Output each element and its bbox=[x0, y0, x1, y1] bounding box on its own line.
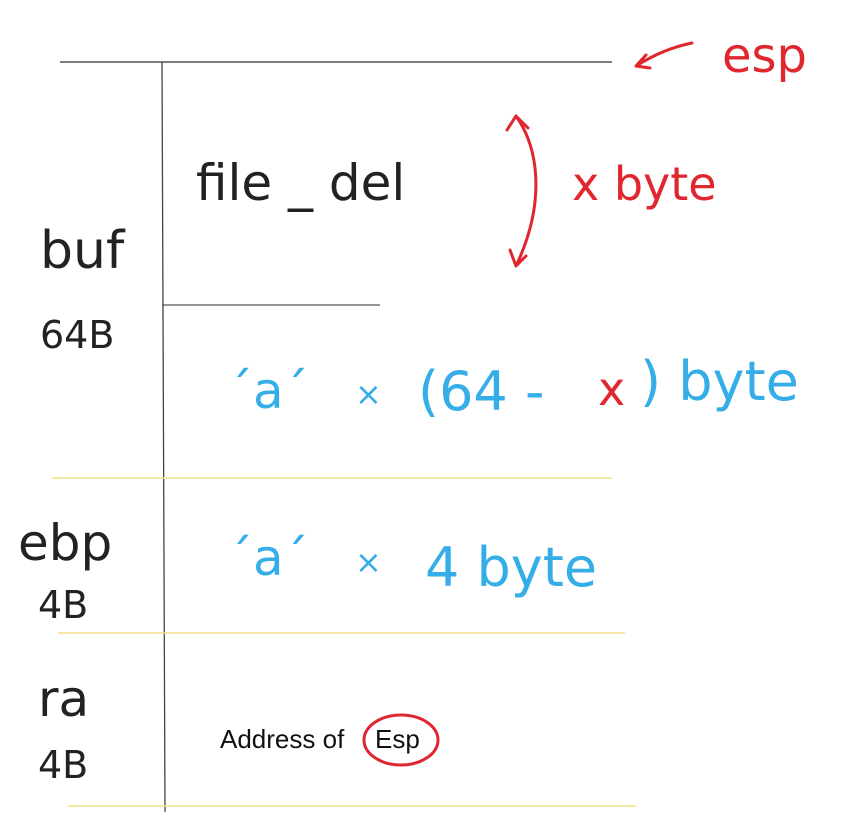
ra-address-text: Address of bbox=[220, 724, 345, 754]
ra-label: ra bbox=[38, 670, 89, 728]
buf-fill-paren-close: ) byte bbox=[640, 350, 799, 413]
esp-circle-highlight bbox=[362, 713, 440, 767]
ebp-label: ebp bbox=[18, 514, 112, 572]
buf-fill-quote: ´a´ bbox=[228, 362, 309, 420]
ebp-fill-quote: ´a´ bbox=[228, 529, 309, 587]
ebp-fill-times: × bbox=[355, 543, 382, 581]
buf-size-label: 64B bbox=[40, 313, 114, 357]
x-byte-label: x byte bbox=[572, 157, 717, 211]
esp-arrow-icon bbox=[634, 41, 694, 70]
buf-label: buf bbox=[40, 221, 126, 281]
column-divider bbox=[161, 61, 166, 813]
ebp-size-label: 4B bbox=[38, 583, 88, 627]
x-byte-bracket-icon bbox=[505, 114, 538, 268]
file-del-text: file _ del bbox=[196, 154, 405, 212]
buf-fill-x: x bbox=[598, 362, 625, 416]
ra-esp-text: Esp bbox=[375, 724, 420, 754]
buf-fill-paren-open: (64 - bbox=[418, 360, 544, 423]
buf-fill-times: × bbox=[355, 375, 382, 413]
esp-pointer-label: esp bbox=[722, 28, 807, 84]
ra-size-label: 4B bbox=[38, 743, 88, 787]
ebp-fill-rest: 4 byte bbox=[425, 536, 597, 599]
